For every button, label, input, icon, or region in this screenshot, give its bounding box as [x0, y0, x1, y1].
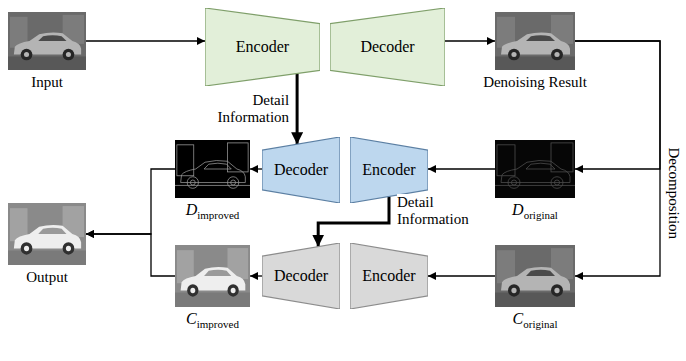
decoder-block: Decoder — [262, 137, 340, 203]
flow-arrow — [575, 41, 660, 276]
block-text: Decoder — [274, 161, 328, 179]
edge-label: Decomposition — [666, 148, 683, 240]
car-image — [495, 245, 575, 307]
image-panel: Cimproved — [175, 245, 250, 307]
block-label: Encoder — [350, 243, 428, 309]
encoder-block: Encoder — [350, 137, 428, 203]
image-caption: Input — [31, 73, 63, 91]
block-text: Encoder — [236, 38, 289, 56]
flow-arrow — [86, 169, 175, 234]
car-image — [495, 140, 575, 198]
flow-arrow — [428, 275, 495, 276]
image-panel: Doriginal — [495, 140, 575, 198]
image-caption: Denoising Result — [480, 73, 590, 91]
block-label: Decoder — [262, 243, 340, 309]
encoder-block: Encoder — [205, 8, 320, 86]
caption-text: Output — [26, 269, 68, 285]
edge-label: Detail Information — [209, 92, 289, 125]
caption-subscript: original — [524, 209, 558, 221]
caption-text: C — [186, 310, 197, 327]
image-panel: Input — [8, 12, 86, 70]
image-panel: Output — [8, 203, 86, 265]
encoder-block: Encoder — [350, 243, 428, 309]
caption-text: D — [186, 201, 198, 218]
image-panel: Denoising Result — [495, 12, 575, 70]
decoder-block: Decoder — [262, 243, 340, 309]
car-image — [8, 12, 86, 70]
edge-label: Detail Information — [397, 194, 477, 227]
detail-arrow — [318, 196, 389, 246]
car-image — [175, 245, 250, 307]
flow-arrow — [86, 40, 205, 41]
flow-arrow — [250, 168, 262, 169]
block-label: Encoder — [205, 8, 320, 86]
car-image — [8, 203, 86, 265]
flow-arrow — [86, 234, 175, 276]
flow-arrow — [428, 168, 495, 169]
caption-text: C — [513, 310, 524, 327]
caption-text: Input — [31, 74, 63, 90]
caption-subscript: improved — [197, 318, 239, 330]
flow-arrow — [250, 275, 262, 276]
decoder-block: Decoder — [330, 8, 445, 86]
image-caption: Dimproved — [186, 201, 240, 221]
block-label: Decoder — [330, 8, 445, 86]
image-panel: Dimproved — [175, 140, 250, 198]
caption-text: Denoising Result — [483, 74, 587, 90]
image-caption: Coriginal — [513, 310, 558, 330]
block-text: Decoder — [274, 267, 328, 285]
block-text: Encoder — [362, 267, 415, 285]
caption-subscript: original — [523, 318, 557, 330]
block-text: Decoder — [360, 38, 414, 56]
car-image — [175, 140, 250, 198]
image-panel: Coriginal — [495, 245, 575, 307]
image-caption: Cimproved — [186, 310, 239, 330]
flow-arrow — [445, 40, 495, 41]
detail-arrow — [296, 74, 299, 145]
car-image — [495, 12, 575, 70]
block-text: Encoder — [362, 161, 415, 179]
block-label: Encoder — [350, 137, 428, 203]
image-caption: Doriginal — [512, 201, 558, 221]
block-label: Decoder — [262, 137, 340, 203]
image-caption: Output — [26, 268, 68, 286]
caption-subscript: improved — [197, 209, 239, 221]
flow-arrow — [575, 41, 660, 169]
caption-text: D — [512, 201, 524, 218]
